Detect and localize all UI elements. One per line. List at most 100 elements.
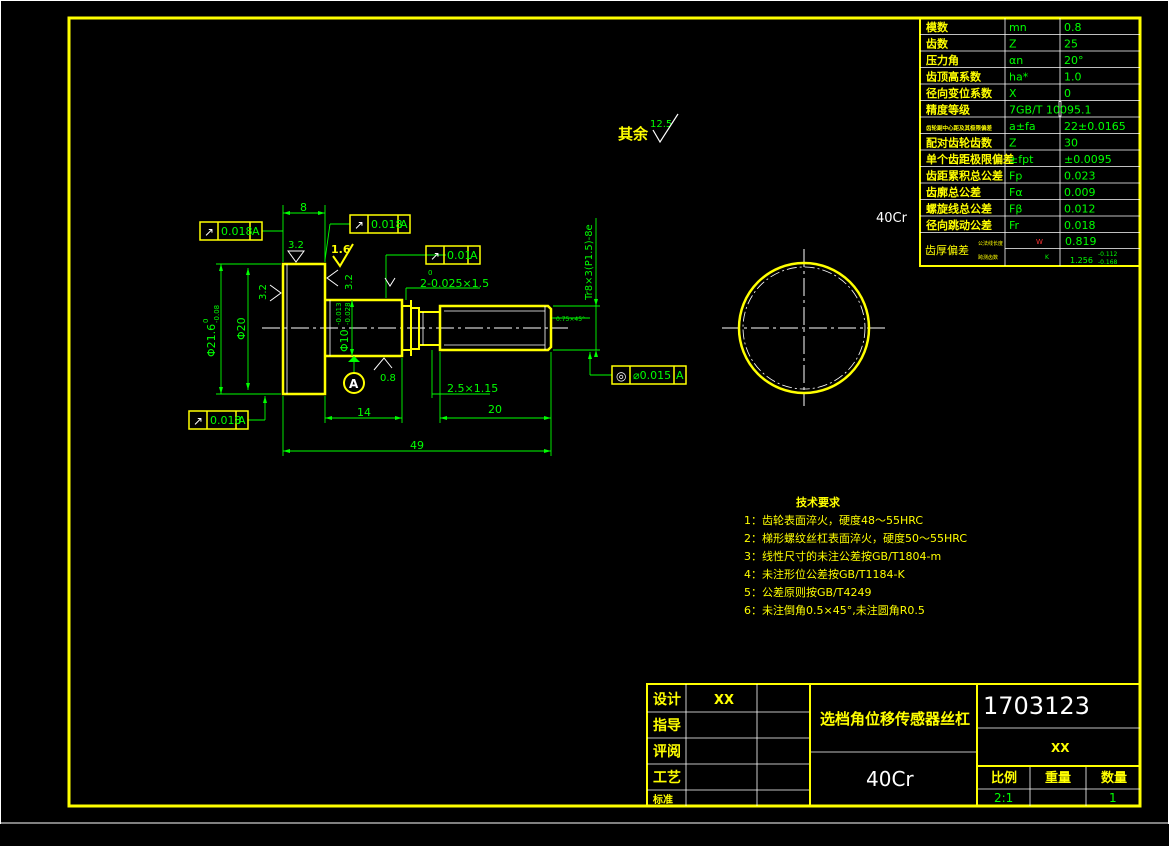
param-value: 0: [1064, 87, 1071, 100]
param-value: 30: [1064, 137, 1078, 150]
param-value: 1.0: [1064, 71, 1082, 84]
roughness-r1-icon: [287, 250, 305, 263]
technical-requirements: 技术要求 1：齿轮表面淬火，硬度48～55HRC 2：梯形螺纹丝杠表面淬火，硬度5…: [744, 495, 967, 617]
dim-phi10-tol2: -0.028: [344, 302, 352, 325]
fcf-symbol-icon: ↗: [430, 249, 440, 263]
dim-groove: 2-0.025×1.5: [420, 277, 489, 290]
designer-name: XX: [714, 693, 734, 708]
tooth-thickness-value1: 0.819: [1065, 235, 1097, 248]
param-symbol: ha*: [1009, 71, 1029, 84]
param-value: 0.012: [1064, 203, 1096, 216]
dim-phi10: Φ10: [338, 329, 351, 352]
fcf-tolerance: 0.018: [210, 414, 242, 427]
gear-body-outline: [281, 262, 327, 396]
param-symbol: Z: [1009, 137, 1017, 150]
param-symbol: 7GB/T 10095.1: [1009, 104, 1091, 117]
roughness-r6-icon: [384, 277, 396, 287]
param-value: 25: [1064, 38, 1078, 51]
param-name: 精度等级: [926, 103, 971, 117]
param-name: 配对齿轮齿数: [926, 136, 993, 150]
dimension-arrows: [219, 211, 598, 453]
tooth-thickness-sub1: 公法线长度: [978, 240, 1003, 247]
role-label: 标准: [652, 793, 673, 806]
fcf-datum: A: [252, 225, 260, 238]
param-value: 0.8: [1064, 21, 1082, 34]
fcf-datum: A: [238, 414, 246, 427]
fcf-symbol-icon: ◎: [616, 369, 626, 383]
roughness-r4-icon: [332, 243, 354, 268]
gear-side-view: [722, 249, 886, 406]
param-value: 22±0.0165: [1064, 120, 1126, 133]
param-name: 模数: [926, 20, 949, 34]
drawing-roughness: 3.2 3.2 3.2 1.6 0.8: [258, 240, 396, 384]
dim-phi21-6-tol1: 0: [202, 319, 210, 323]
param-name: 径向变位系数: [926, 86, 993, 100]
tech-req-item: 4：未注形位公差按GB/T1184-K: [744, 567, 905, 581]
bottom-strip: [0, 824, 1169, 846]
drawing-number: 1703123: [983, 692, 1090, 720]
param-symbol: mn: [1009, 21, 1027, 34]
param-value: 20°: [1064, 54, 1084, 67]
param-name: 齿数: [926, 37, 949, 51]
param-name: 螺旋线总公差: [926, 202, 992, 216]
fcf-datum: A: [676, 369, 684, 382]
material-label: 40Cr: [876, 211, 908, 226]
tech-req-item: 3：线性尺寸的未注公差按GB/T1804-m: [744, 549, 941, 563]
fcf-datum: A: [400, 218, 408, 231]
dim-chamfer: 0.75×45°: [556, 316, 585, 323]
organization: XX: [1051, 741, 1070, 755]
dim-14: 14: [357, 406, 371, 419]
datum-triangle-icon: [348, 356, 360, 362]
roughness-r5-icon: [373, 357, 393, 371]
fcf-tolerance: 0.018: [221, 225, 253, 238]
dimensions: [216, 205, 612, 456]
roughness-r3: 3.2: [344, 274, 355, 290]
fcf-tolerance: ⌀0.015: [633, 369, 671, 382]
fcf-4: ◎ ⌀0.015 A: [611, 365, 687, 385]
param-value: 0.018: [1064, 219, 1096, 232]
tooth-thickness-w: W: [1036, 238, 1043, 246]
tech-req-title: 技术要求: [796, 495, 841, 509]
tooth-thickness-tol-up: -0.112: [1098, 251, 1118, 258]
param-name: 齿廓总公差: [926, 185, 981, 199]
param-name: 齿轮副中心距及其极限偏差: [926, 124, 993, 132]
roughness-r2-icon: [269, 284, 282, 302]
role-label: 工艺: [653, 769, 681, 786]
fcf-symbol-icon: ↗: [193, 414, 203, 428]
param-name: 齿距累积总公差: [926, 169, 1003, 183]
tooth-thickness-label: 齿厚偏差: [925, 243, 969, 257]
roughness-symbol-icon: [652, 113, 679, 144]
tooth-thickness-tol-low: -0.168: [1098, 259, 1118, 266]
fcf-datum: A: [470, 249, 478, 262]
fcf-3: ↗0.01A: [425, 245, 481, 265]
datum-circle: [343, 372, 365, 394]
roughness-note: 其余 12.5: [618, 113, 679, 144]
dim-groove-tol: 0: [428, 269, 432, 277]
param-name: 单个齿距极限偏差: [926, 152, 1014, 166]
drawing-frame: [67, 16, 1142, 808]
roughness-note-label: 其余: [618, 125, 649, 143]
dim-20: 20: [488, 403, 502, 416]
param-value: 0.023: [1064, 170, 1096, 183]
tech-req-item: 2：梯形螺纹丝杠表面淬火，硬度50～55HRC: [744, 531, 967, 545]
fcf-symbol-icon: ↗: [354, 218, 364, 232]
gear-outer-circle: [737, 261, 871, 395]
dim-phi10-tol1: -0.013: [335, 302, 343, 325]
tooth-thickness-k: K: [1045, 254, 1050, 261]
dim-8: 8: [300, 201, 307, 214]
param-symbol: Z: [1009, 38, 1017, 51]
dim-phi20: Φ20: [235, 317, 248, 340]
tooth-thickness-value2: 1.256: [1070, 256, 1093, 265]
fcf-symbol-icon: ↗: [204, 225, 214, 239]
param-value: ±0.0095: [1064, 153, 1112, 166]
part-name: 选档角位移传感器丝杠: [820, 710, 970, 728]
tech-req-item: 6：未注倒角0.5×45°,未注圆角R0.5: [744, 603, 925, 617]
roughness-r2: 3.2: [258, 284, 269, 300]
dim-thread: Tr8×3(P1.5)-8e: [584, 224, 595, 301]
param-value: 0.009: [1064, 186, 1096, 199]
tech-req-item: 1：齿轮表面淬火，硬度48～55HRC: [744, 513, 923, 527]
